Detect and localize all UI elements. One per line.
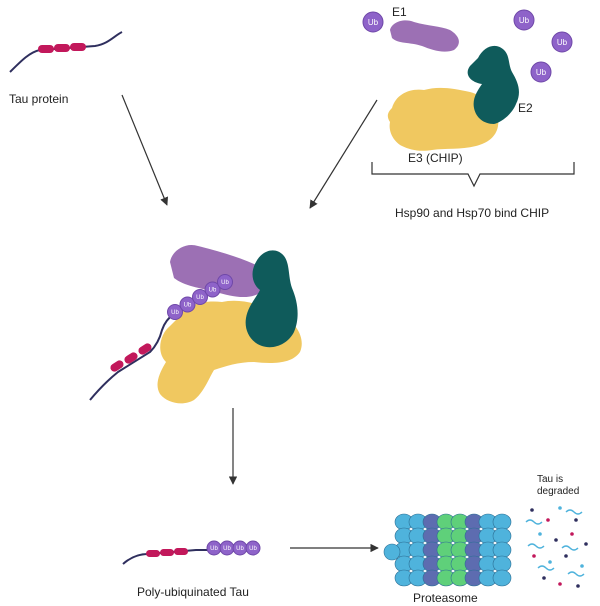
fragment-strand [527,543,545,549]
fragment-strand [567,571,585,577]
svg-text:Ub: Ub [196,295,204,301]
e3-enzyme-icon [387,87,499,151]
fragment-dot [548,560,552,564]
fragment-dot [546,518,550,522]
proteasome-label: Proteasome [413,591,478,605]
proteasome-subunit [492,541,512,559]
svg-text:Ub: Ub [249,546,257,552]
polyubiquitin-chain-tau: Ub Ub Ub Ub [206,540,261,556]
svg-text:Ub: Ub [557,38,568,47]
fragment-dot [554,538,558,542]
degraded-fragments-icon [525,506,588,588]
svg-text:Ub: Ub [368,18,379,27]
fragment-strand [537,565,555,571]
ubiquitin-icon: Ub [551,31,573,53]
svg-text:Ub: Ub [210,546,218,552]
e2-label: E2 [518,101,533,115]
fragment-dot [580,564,584,568]
ubiquitin-icon: Ub [219,540,235,556]
ubiquitin-icon: Ub [217,274,233,290]
svg-text:Ub: Ub [536,68,547,77]
ubiquitin-icon: Ub [179,296,196,313]
ubiquitin-icon: Ub [245,540,261,556]
svg-text:Ub: Ub [209,288,217,294]
fragment-dot [558,582,562,586]
svg-text:Ub: Ub [223,546,231,552]
ubiquitin-icon: Ub [362,11,384,33]
proteasome-subunit [383,543,401,561]
e1-enzyme-icon [170,244,265,298]
fragment-strand [561,545,579,551]
ubiquitin-icon: Ub [513,9,535,31]
e2-enzyme-icon [245,250,298,348]
fragment-dot [564,554,568,558]
ubiquitin-icon: Ub [232,540,248,556]
fragment-dot [570,532,574,536]
fragment-dot [532,554,536,558]
svg-text:Ub: Ub [171,310,179,316]
ubiquitin-icon: Ub [192,289,208,305]
fragment-dot [530,508,534,512]
ubiquitin-icon: Ub [530,61,552,83]
fragment-strand [525,519,543,525]
ubiquitin-icon: Ub [167,304,183,320]
fragment-dot [538,532,542,536]
tau-degraded-label-line1: Tau is [537,474,563,485]
e3-label: E3 (CHIP) [408,151,463,165]
poly-ubiquinated-tau-icon [122,548,208,565]
proteasome-subunit [492,555,512,573]
svg-text:Ub: Ub [236,546,244,552]
arrow-tau-to-complex [121,94,169,206]
ubiquitin-icon: Ub [206,540,222,556]
free-ubiquitin-icons: Ub Ub Ub Ub [362,9,573,83]
fragment-dot [558,506,562,510]
tau-degraded-label-line2: degraded [537,486,579,497]
proteasome-subunit [492,527,512,545]
proteasome-subunit [492,513,512,531]
tau-protein-icon [9,31,123,73]
e1-enzyme-icon [390,20,459,52]
proteasome-subunit [492,569,512,587]
proteasome-icon [383,513,512,587]
fragment-dot [574,518,578,522]
tau-protein-label: Tau protein [9,92,68,106]
svg-text:Ub: Ub [221,280,229,286]
ubiquitination-complex [89,244,302,404]
svg-text:Ub: Ub [519,16,530,25]
poly-ubiquinated-tau-label: Poly-ubiquinated Tau [137,585,249,599]
svg-text:Ub: Ub [184,303,192,309]
chip-binding-label: Hsp90 and Hsp70 bind CHIP [395,206,549,220]
e2-enzyme-icon [467,45,519,124]
chip-brace [371,162,575,188]
ubiquitin-icon: Ub [204,281,221,298]
e1-label: E1 [392,5,407,19]
fragment-strand [565,509,583,515]
arrow-enzymes-to-complex [309,99,378,209]
fragment-dot [542,576,546,580]
fragment-dot [576,584,580,588]
fragment-dot [584,542,588,546]
